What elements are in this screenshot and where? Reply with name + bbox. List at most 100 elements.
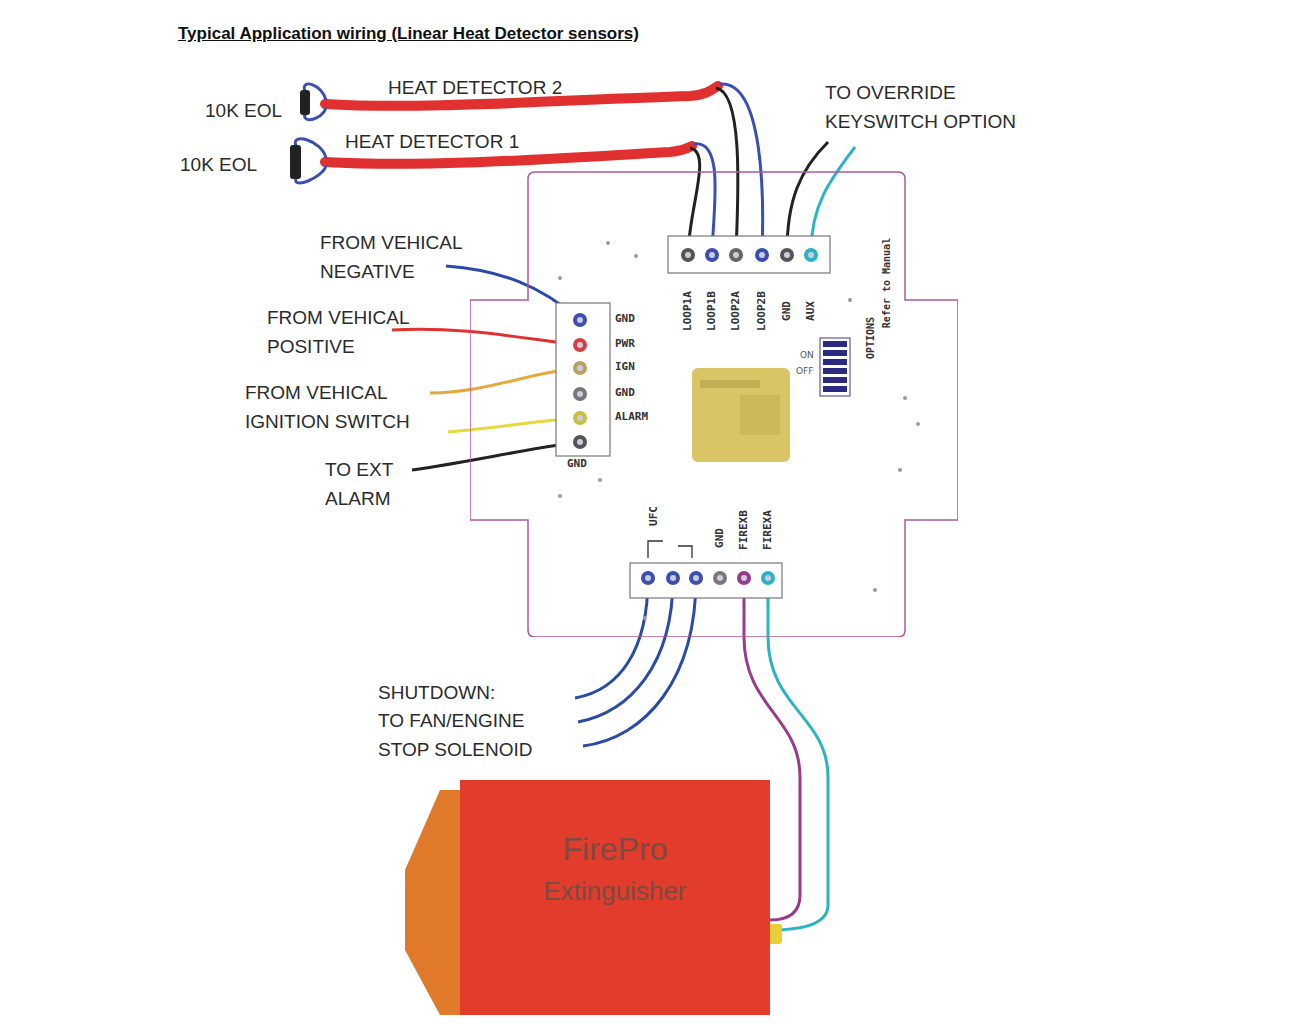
terminal-screw bbox=[808, 252, 814, 258]
controller-chip bbox=[692, 368, 790, 462]
dip-lever bbox=[823, 341, 847, 347]
terminal-pin bbox=[666, 571, 680, 585]
board-via bbox=[643, 616, 647, 620]
board-via bbox=[898, 468, 902, 472]
terminal-pin bbox=[804, 248, 818, 262]
terminal-screw bbox=[577, 365, 583, 371]
alarm-wire bbox=[412, 442, 580, 470]
terminal-pin bbox=[689, 571, 703, 585]
terminal-pin bbox=[573, 313, 587, 327]
terminal-block bbox=[668, 236, 830, 273]
dip-lever bbox=[823, 377, 847, 383]
controller-board: OPTIONS Refer to Manual bbox=[470, 170, 958, 637]
board-via bbox=[558, 276, 562, 280]
board-via bbox=[916, 422, 920, 426]
chip-marking bbox=[700, 380, 760, 388]
terminal-screw bbox=[685, 252, 691, 258]
wire-note: FROM VEHICAL POSITIVE bbox=[267, 303, 467, 361]
wire-note: TO OVERRIDE KEYSWITCH OPTION bbox=[825, 78, 1060, 136]
terminal-pin bbox=[681, 248, 695, 262]
options-note: Refer to Manual bbox=[881, 238, 892, 328]
shutdown-wire bbox=[583, 578, 696, 746]
board-via bbox=[598, 478, 602, 482]
terminal-pin bbox=[573, 387, 587, 401]
board-via bbox=[903, 396, 907, 400]
terminal-screw bbox=[784, 252, 790, 258]
board-via bbox=[558, 494, 562, 498]
terminal-screw bbox=[645, 575, 651, 581]
pin-name: UFC bbox=[648, 506, 660, 526]
loop-wire bbox=[716, 88, 738, 252]
pin-name: FIREXB bbox=[738, 510, 750, 550]
wire-note: FROM VEHICAL NEGATIVE bbox=[320, 228, 520, 286]
cable-label: HEAT DETECTOR 2 bbox=[388, 73, 562, 102]
terminal-pin bbox=[641, 571, 655, 585]
cable-label: HEAT DETECTOR 1 bbox=[345, 127, 519, 156]
pin-name: FIREXA bbox=[762, 510, 774, 550]
wire-note: TO EXT ALARM bbox=[325, 455, 425, 513]
terminal-pin bbox=[737, 571, 751, 585]
terminal-pin bbox=[755, 248, 769, 262]
switch-label: OFF bbox=[796, 366, 813, 376]
terminal-screw bbox=[741, 575, 747, 581]
wire-note: TO FAN/ENGINE STOP SOLENOID bbox=[378, 706, 573, 764]
dip-lever bbox=[823, 359, 847, 365]
brand-name: FirePro bbox=[563, 830, 668, 868]
pin-name: LOOP2A bbox=[730, 291, 742, 331]
pin-name: GND bbox=[714, 528, 726, 548]
terminal-screw bbox=[577, 317, 583, 323]
terminal-pin bbox=[713, 571, 727, 585]
terminal-screw bbox=[577, 342, 583, 348]
eol-label: 10K EOL bbox=[180, 150, 257, 179]
pin-name: GND bbox=[567, 458, 587, 470]
extinguisher-body: FireProExtinguisher bbox=[460, 780, 770, 1015]
pin-name: AUX bbox=[805, 301, 817, 321]
terminal-screw bbox=[577, 439, 583, 445]
diagram-title: Typical Application wiring (Linear Heat … bbox=[178, 24, 639, 44]
terminal-pin bbox=[573, 361, 587, 375]
loop-wire bbox=[720, 84, 763, 252]
terminal-pin bbox=[705, 248, 719, 262]
terminal-screw bbox=[577, 391, 583, 397]
switch-label: ON bbox=[800, 350, 814, 360]
terminal-block bbox=[630, 563, 782, 598]
terminal-screw bbox=[733, 252, 739, 258]
relay-contact-symbol bbox=[648, 541, 692, 558]
terminal-pin bbox=[573, 411, 587, 425]
terminal-screw bbox=[693, 575, 699, 581]
board-edge bbox=[470, 172, 958, 637]
terminal-pin bbox=[729, 248, 743, 262]
terminal-pin bbox=[573, 435, 587, 449]
chip-marking bbox=[740, 395, 780, 435]
pin-name: IGN bbox=[615, 361, 635, 373]
terminal-screw bbox=[765, 575, 771, 581]
pin-name: LOOP1B bbox=[706, 291, 718, 331]
eol-resistor bbox=[290, 145, 301, 179]
terminal-pin bbox=[761, 571, 775, 585]
options-heading: OPTIONS bbox=[865, 317, 876, 359]
terminal-block bbox=[556, 303, 610, 456]
terminal-screw bbox=[577, 415, 583, 421]
dip-lever bbox=[823, 350, 847, 356]
unit-name: Extinguisher bbox=[543, 874, 686, 908]
pin-name: GND bbox=[615, 387, 635, 399]
wire-note: SHUTDOWN: bbox=[378, 678, 495, 707]
pin-name: GND bbox=[781, 301, 793, 321]
wire-note: FROM VEHICAL IGNITION SWITCH bbox=[245, 378, 475, 436]
pin-name: PWR bbox=[615, 338, 635, 350]
extinguisher-nozzle bbox=[405, 790, 462, 1015]
pin-name: LOOP1A bbox=[682, 291, 694, 331]
terminal-screw bbox=[709, 252, 715, 258]
board-via bbox=[606, 241, 610, 245]
eol-label: 10K EOL bbox=[205, 96, 282, 125]
terminal-pin bbox=[780, 248, 794, 262]
terminal-pin bbox=[573, 338, 587, 352]
firing-wire bbox=[768, 637, 828, 930]
eol-resistor bbox=[300, 90, 310, 115]
board-via bbox=[873, 588, 877, 592]
board-via bbox=[848, 298, 852, 302]
dip-lever bbox=[823, 368, 847, 374]
pin-name: GND bbox=[615, 313, 635, 325]
terminal-screw bbox=[670, 575, 676, 581]
dip-lever bbox=[823, 386, 847, 392]
